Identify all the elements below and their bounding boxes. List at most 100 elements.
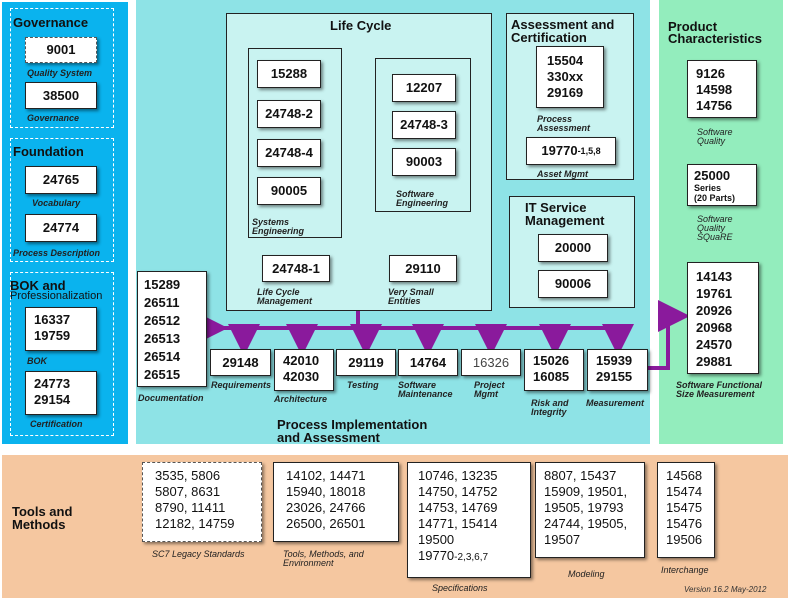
interchange-line-3: 15475	[666, 500, 703, 515]
standard-29154: 29154	[34, 392, 71, 407]
testing-caption: Testing	[347, 380, 379, 390]
software-maintenance-caption-line2: Maintenance	[398, 389, 453, 399]
systems-engineering-caption-line2: Engineering	[252, 226, 305, 236]
standard-15504: 15504	[547, 53, 584, 68]
requirements-caption: Requirements	[211, 380, 272, 390]
standard-20926: 20926	[696, 303, 733, 318]
documentation-arrowhead	[202, 322, 212, 334]
series-label: Series	[694, 183, 722, 193]
legacy-standards-box: 3535, 5806 5807, 8631 8790, 11411 12182,…	[142, 462, 262, 542]
product-characteristics-title-line1: Product	[668, 19, 718, 34]
standard-box-24748-4: 24748-4	[257, 139, 321, 167]
tools-env-line-4: 26500, 26501	[286, 516, 366, 531]
spec-line-3: 14753, 14769	[418, 500, 498, 515]
modeling-caption: Modeling	[568, 569, 605, 579]
software-quality-box: 9126 14598 14756	[687, 60, 757, 118]
vocabulary-caption: Vocabulary	[32, 198, 81, 208]
standard-26513: 26513	[144, 331, 181, 346]
spec-line-4: 14771, 15414	[418, 516, 498, 531]
standard-box-90003: 90003	[392, 148, 456, 176]
standard-24570: 24570	[696, 337, 733, 352]
standard-box-20000: 20000	[538, 234, 608, 262]
standard-19770-spec: 19770	[418, 548, 455, 563]
project-mgmt-caption-line2: Mgmt	[474, 389, 498, 399]
standard-19759: 19759	[34, 328, 71, 343]
standard-15289: 15289	[144, 277, 181, 292]
certification-standards-box: 24773 29154	[25, 371, 97, 415]
architecture-box: 42010 42030	[274, 349, 334, 391]
legacy-line-2: 5807, 8631	[155, 484, 221, 499]
measurement-caption: Measurement	[586, 398, 645, 408]
interchange-line-5: 19506	[666, 532, 703, 547]
software-engineering-caption-line2: Engineering	[396, 198, 449, 208]
spec-line-1: 10746, 13235	[418, 468, 498, 483]
interchange-caption: Interchange	[661, 565, 709, 575]
tools-methods-title-line1: Tools and	[12, 504, 73, 519]
standard-20968: 20968	[696, 320, 733, 335]
process-implementation-title-line1: Process Implementation	[277, 417, 428, 432]
standard-29169: 29169	[547, 85, 584, 100]
it-service-title-line1: IT Service	[525, 200, 587, 215]
measurement-to-product-arrow	[648, 300, 690, 370]
process-assessment-box: 15504 330xx 29169	[536, 46, 604, 108]
risk-integrity-box: 15026 16085	[524, 349, 584, 391]
standard-box-14764: 14764	[398, 349, 458, 376]
documentation-caption: Documentation	[138, 393, 204, 403]
standard-box-90006: 90006	[538, 270, 608, 298]
foundation-title: Foundation	[13, 144, 84, 159]
specifications-caption: Specifications	[432, 583, 488, 593]
interchange-line-1: 14568	[666, 468, 703, 483]
square-caption-line1: Software	[697, 214, 733, 224]
standard-box-12207: 12207	[392, 74, 456, 102]
legacy-standards-caption: SC7 Legacy Standards	[152, 549, 245, 559]
tools-env-line-3: 23026, 24766	[286, 500, 366, 515]
functional-size-box: 14143 19761 20926 20968 24570 29881	[687, 262, 759, 374]
product-characteristics-title-line2: Characteristics	[668, 31, 762, 46]
standard-box-29119: 29119	[336, 349, 396, 376]
standard-box-19770-1-5-8: 19770-1,5,8	[526, 137, 616, 165]
standard-16337: 16337	[34, 312, 71, 327]
quality-system-caption: Quality System	[27, 68, 93, 78]
architecture-caption: Architecture	[274, 394, 328, 404]
process-implementation-title-line2: and Assessment	[277, 430, 380, 445]
standard-26511: 26511	[144, 295, 180, 310]
bok-title: BOK and	[10, 278, 66, 293]
spec-line-6: 19770-2,3,6,7	[418, 548, 530, 566]
standard-29155: 29155	[596, 369, 633, 384]
standard-42030: 42030	[283, 369, 320, 384]
parts-label: (20 Parts)	[694, 193, 736, 203]
tools-environment-caption-line1: Tools, Methods, and	[283, 549, 364, 559]
bok-standards-box: 16337 19759	[25, 307, 97, 351]
governance-caption: Governance	[27, 113, 80, 123]
standard-26512: 26512	[144, 313, 181, 328]
documentation-box: 15289 26511 26512 26513 26514 26515	[137, 271, 207, 387]
standard-box-29110: 29110	[389, 255, 457, 282]
it-service-title-line2: Management	[525, 213, 605, 228]
standard-24773: 24773	[34, 376, 71, 391]
square-series-box: 25000 Series (20 Parts)	[687, 164, 757, 206]
modeling-line-2: 15909, 19501,	[544, 484, 628, 499]
standard-19770-number: 19770	[541, 143, 578, 158]
standard-box-38500: 38500	[25, 82, 97, 109]
interchange-line-2: 15474	[666, 484, 703, 499]
specifications-box: 10746, 13235 14750, 14752 14753, 14769 1…	[407, 462, 531, 578]
modeling-line-3: 19505, 19793	[544, 500, 624, 515]
standard-box-24748-1: 24748-1	[262, 255, 330, 282]
standard-9126: 9126	[696, 66, 725, 81]
life-cycle-management-caption-line2: Management	[257, 296, 313, 306]
assessment-title-line1: Assessment and	[511, 17, 615, 32]
tools-env-line-2: 15940, 18018	[286, 484, 366, 499]
functional-size-caption-line1: Software Functional	[676, 380, 763, 390]
process-assessment-caption-line1: Process	[537, 114, 573, 124]
bok-group	[10, 272, 114, 436]
standard-330xx: 330xx	[547, 69, 584, 84]
standard-box-24765: 24765	[25, 166, 97, 194]
very-small-entities-caption-line2: Entities	[388, 296, 421, 306]
software-maintenance-caption-line1: Software	[398, 380, 437, 390]
standard-box-9001: 9001	[25, 37, 97, 63]
legacy-line-4: 12182, 14759	[155, 516, 235, 531]
software-quality-caption-line1: Software	[697, 127, 733, 137]
modeling-box: 8807, 15437 15909, 19501, 19505, 19793 2…	[535, 462, 645, 558]
bok-caption: BOK	[27, 356, 47, 366]
